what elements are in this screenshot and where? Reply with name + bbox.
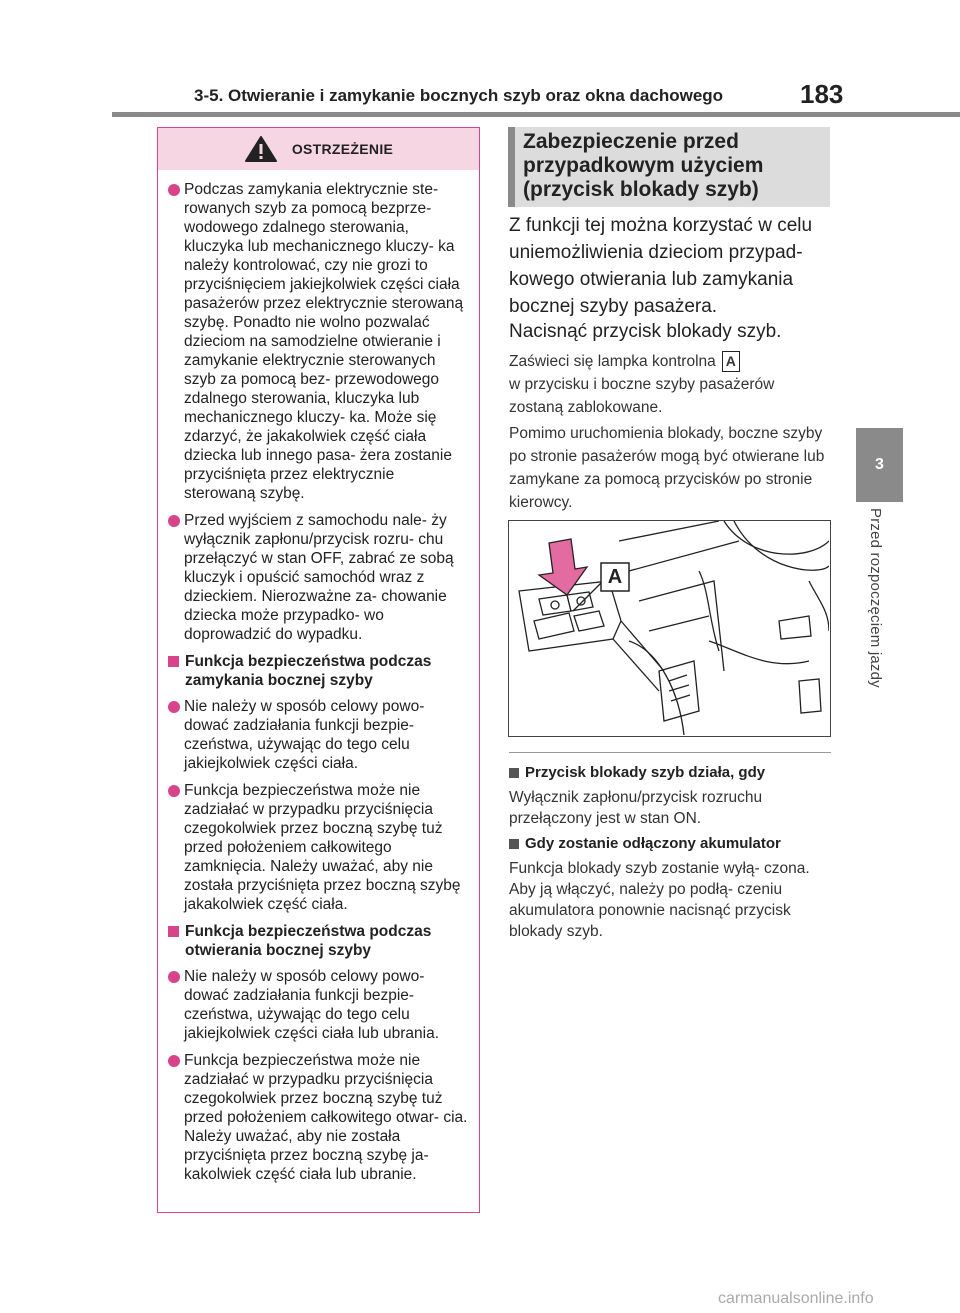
note-2: Gdy zostanie odłączony akumulator Funkcj… (509, 834, 829, 942)
note-2-title: Gdy zostanie odłączony akumulator (525, 835, 781, 852)
note-1-title: Przycisk blokady szyb działa, gdy (525, 764, 766, 781)
indicator-text-a: Zaświeci się lampka kontrolna (509, 353, 716, 370)
note-2-head: Gdy zostanie odłączony akumulator (509, 834, 829, 854)
warning-title: OSTRZEŻENIE (291, 141, 394, 157)
section-note: Pomimo uruchomienia blokady, boczne szyb… (509, 425, 825, 511)
chapter-tab: 3 (856, 428, 903, 502)
warning-subheading: Funkcja bezpieczeństwa podczas zamykania… (168, 652, 469, 690)
door-panel-drawing (518, 520, 830, 736)
warning-item-text: Funkcja bezpieczeństwa może nie zadziała… (184, 1052, 468, 1183)
warning-bullet: Nie należy w sposób celowy powo- dować z… (168, 697, 469, 773)
header-rule (112, 112, 960, 117)
note-1-square-icon (509, 768, 519, 778)
pink-bullet-icon (168, 184, 180, 196)
section-intro-block: Z funkcji tej można korzystać w celu uni… (509, 212, 829, 320)
indicator-text: Zaświeci się lampka kontrolna A w przycis… (509, 350, 829, 419)
warning-item-text: Funkcja bezpieczeństwa podczas otwierani… (185, 923, 432, 959)
warning-bullet: Przed wyjściem z samochodu nale- ży wyłą… (168, 511, 469, 644)
chapter-label: Przed rozpoczęciem jazdy (867, 508, 884, 688)
note-2-square-icon (509, 839, 519, 849)
warning-header: OSTRZEŻENIE (158, 128, 479, 170)
pink-bullet-icon (168, 1055, 180, 1067)
note-1-text: Wyłącznik zapłonu/przycisk rozruchu prze… (509, 789, 763, 827)
chapter-number: 3 (875, 456, 884, 473)
warning-bullet: Funkcja bezpieczeństwa może nie zadziała… (168, 781, 469, 914)
indicator-text-b: w przycisku i boczne szyby pasażerów zos… (509, 376, 775, 416)
warning-bullet: Podczas zamykania elektrycznie ste- rowa… (168, 180, 469, 503)
header-title: 3-5. Otwieranie i zamykanie bocznych szy… (194, 86, 724, 105)
pink-bullet-icon (168, 971, 180, 983)
warning-item-text: Nie należy w sposób celowy powo- dować z… (184, 698, 425, 772)
pink-bullet-icon (168, 701, 180, 713)
warning-box: OSTRZEŻENIE Podczas zamykania elektryczn… (157, 127, 480, 1213)
note-1: Przycisk blokady szyb działa, gdy Wyłącz… (509, 763, 829, 829)
window-lock-illustration: A (508, 520, 831, 737)
warning-bullet: Nie należy w sposób celowy powo- dować z… (168, 967, 469, 1043)
warning-item-text: Przed wyjściem z samochodu nale- ży wyłą… (184, 512, 454, 643)
callout-a-label: A (721, 351, 740, 373)
pink-square-icon (168, 656, 179, 667)
warning-triangle-icon (244, 136, 277, 162)
warning-item-text: Nie należy w sposób celowy powo- dować z… (184, 968, 440, 1042)
warning-item-text: Funkcja bezpieczeństwa podczas zamykania… (185, 653, 432, 689)
warning-content: Podczas zamykania elektrycznie ste- rowa… (158, 170, 479, 1184)
section-heading: Zabezpieczenie przed przypadkowym użycie… (508, 127, 830, 207)
note-block: Pomimo uruchomienia blokady, boczne szyb… (509, 422, 829, 514)
callout-a-box-label: A (607, 566, 623, 588)
pink-square-icon (168, 926, 179, 937)
section-intro: Z funkcji tej można korzystać w celu uni… (509, 215, 813, 317)
instruction-block: Nacisnąć przycisk blokady szyb. (509, 318, 829, 345)
warning-item-text: Podczas zamykania elektrycznie ste- rowa… (184, 181, 464, 502)
pink-bullet-icon (168, 515, 180, 527)
warning-subheading: Funkcja bezpieczeństwa podczas otwierani… (168, 922, 469, 960)
note-2-text: Funkcja blokady szyb zostanie wyłą- czon… (509, 860, 810, 940)
warning-bullet: Funkcja bezpieczeństwa może nie zadziała… (168, 1051, 469, 1184)
pink-bullet-icon (168, 785, 180, 797)
warning-item-text: Funkcja bezpieczeństwa może nie zadziała… (184, 782, 461, 913)
page-number: 183 (800, 79, 844, 109)
section-instruction: Nacisnąć przycisk blokady szyb. (509, 321, 782, 342)
indicator-block: Zaświeci się lampka kontrolna A w przycis… (509, 350, 829, 419)
watermark: carmanualsonline.info (718, 1290, 874, 1307)
note-1-head: Przycisk blokady szyb działa, gdy (509, 763, 829, 783)
notes-divider (509, 752, 831, 753)
